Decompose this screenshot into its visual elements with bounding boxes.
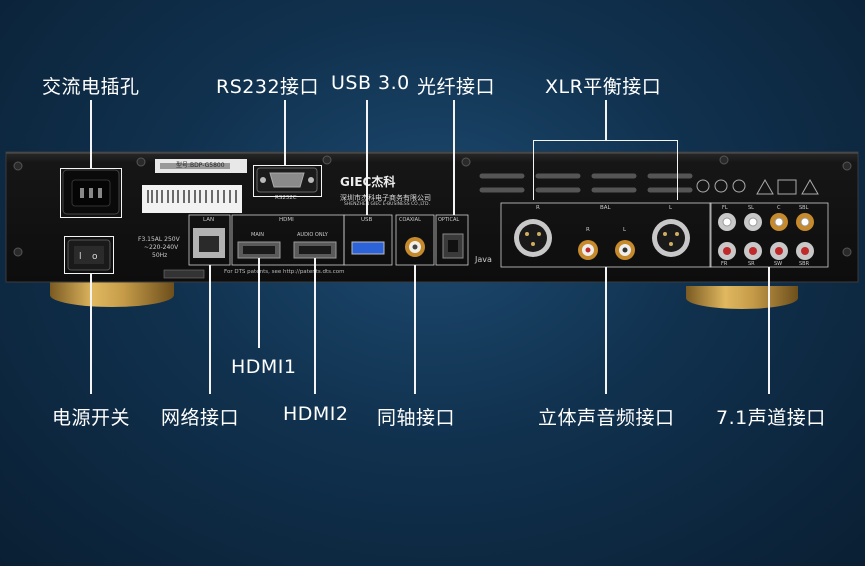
label-rs232: RS232接口 (216, 76, 320, 98)
hdmi1-line (258, 258, 260, 348)
label-coaxial: 同轴接口 (377, 407, 456, 429)
chassis (5, 151, 859, 283)
company-cn: 深圳市杰科电子商务有限公司 (340, 194, 431, 202)
label-hdmi2: HDMI2 (283, 403, 349, 425)
optical-panel-label: OPTICAL (438, 217, 460, 223)
ch-sw: SW (774, 261, 783, 267)
label-optical: 光纤接口 (417, 76, 496, 98)
rca-l-label: L (623, 227, 627, 233)
gold-foot-left (50, 282, 174, 307)
label-lan: 网络接口 (161, 407, 240, 429)
lan-panel-label: LAN (203, 217, 215, 223)
ch-c: C (777, 205, 781, 211)
surround-rca-ports (709, 202, 829, 268)
certification-icons (696, 178, 819, 195)
xlr-l-label: L (669, 205, 673, 211)
rs232-highlight (253, 165, 322, 197)
ac-inlet-highlight (60, 168, 122, 218)
bal-panel-label: BAL (600, 205, 611, 211)
label-hdmi1: HDMI1 (231, 356, 297, 378)
ch-sr: SR (748, 261, 755, 267)
fuse-label: F3.15AL 250V (138, 236, 180, 243)
xlr-r-label: R (536, 205, 540, 211)
ch-fl: FL (722, 205, 728, 211)
label-stereo: 立体声音频接口 (538, 407, 675, 429)
surround-line (768, 267, 770, 394)
patent-label: For DTS patents, see http://patents.dts.… (224, 269, 345, 275)
lan-line (209, 265, 211, 394)
label-usb: USB 3.0 (331, 72, 410, 94)
java-logo: Java (474, 255, 492, 264)
voltage-label: ~220-240V (144, 244, 179, 251)
coaxial-panel-label: COAXIAL (399, 217, 421, 223)
xlr-bracket (533, 140, 678, 200)
ch-sl: SL (748, 205, 754, 211)
ch-sbl: SBL (799, 205, 809, 211)
rca-r-label: R (586, 227, 590, 233)
gold-foot-right (686, 286, 798, 309)
coaxial-line (414, 265, 416, 394)
label-ac-inlet: 交流电插孔 (42, 76, 140, 98)
xlr-line (605, 100, 607, 140)
stereo-line (605, 267, 607, 394)
hdmi-panel-label: HDMI (279, 217, 294, 223)
power-switch-line (90, 274, 92, 394)
usb-panel-label: USB (361, 217, 373, 223)
label-xlr: XLR平衡接口 (545, 76, 662, 98)
hdmi2-line (314, 258, 316, 394)
ch-fr: FR (721, 261, 728, 267)
freq-label: 50Hz (152, 252, 168, 259)
rs232-line (284, 100, 286, 165)
stereo-rca-ports (578, 240, 635, 260)
optical-line (453, 100, 455, 215)
label-surround: 7.1声道接口 (716, 407, 826, 429)
hdmi-main-label: MAIN (251, 232, 264, 238)
label-power-switch: 电源开关 (52, 407, 131, 429)
hdmi-audio-label: AUDIO ONLY (297, 232, 328, 238)
ch-sbr: SBR (799, 261, 810, 267)
rs232-panel-label: RS232C (275, 195, 297, 201)
company-en: SHENZHEN GIEC E-BUSINESS CO.,LTD. (344, 202, 430, 207)
power-switch-highlight (64, 236, 114, 274)
model-label: 型号:BDP-G5800 (176, 162, 225, 169)
xlr-ports (500, 202, 712, 268)
usb-line (366, 100, 368, 215)
ac-inlet-line (90, 100, 92, 168)
